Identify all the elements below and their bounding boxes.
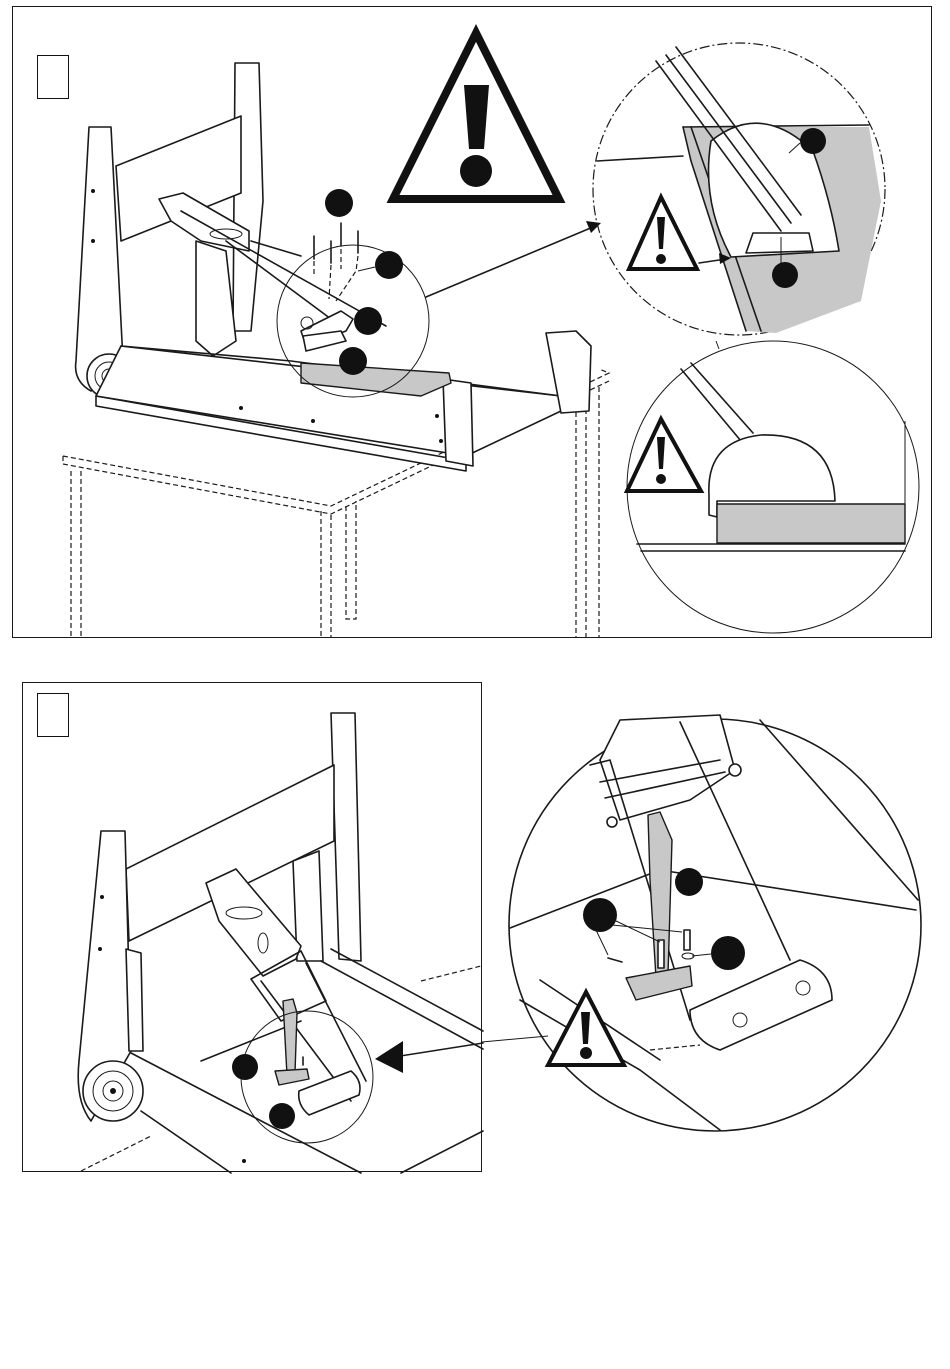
hinge-mechanism: [159, 193, 386, 356]
detail-arrow: [375, 1041, 483, 1073]
callout-dot: [325, 189, 353, 217]
detail-view-bottom: [627, 341, 919, 633]
step-2-illustration: [23, 683, 483, 1173]
callout-dot: [269, 1103, 295, 1129]
callout-dot: [232, 1054, 258, 1080]
warning-triangle-icon: [393, 33, 559, 199]
base-frame: [131, 949, 483, 1173]
detail-arrow: [426, 221, 601, 297]
detail-view-top: [593, 43, 885, 335]
callout-dot: [375, 251, 403, 279]
callouts: [325, 189, 403, 375]
stay-support-part: [275, 999, 309, 1085]
step-1-panel: [12, 6, 932, 638]
step-1-illustration: [13, 7, 933, 639]
callout-dot: [354, 307, 382, 335]
step-2-panel: [22, 682, 482, 1172]
callout-dot: [339, 347, 367, 375]
